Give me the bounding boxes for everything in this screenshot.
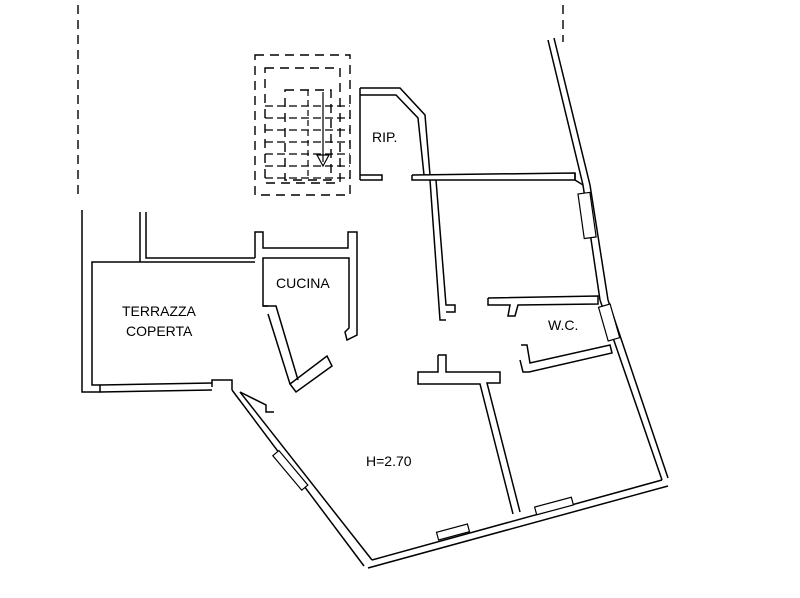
property-boundary (77, 5, 564, 200)
window (597, 303, 621, 342)
ceiling-height-label: H=2.70 (366, 453, 412, 469)
stair-direction-arrow-icon (315, 154, 331, 168)
room-label-terrazza-line-1: TERRAZZA (122, 303, 197, 319)
window (577, 191, 597, 240)
room-label-cucina: CUCINA (276, 275, 330, 291)
room-label-wc: W.C. (548, 317, 578, 333)
room-label-ripostiglio: RIP. (372, 129, 397, 145)
window (533, 496, 575, 516)
window (435, 523, 471, 541)
staircase (254, 54, 351, 196)
room-label-terrazza-line-2: COPERTA (126, 323, 193, 339)
walls (81, 37, 669, 569)
window (271, 449, 309, 492)
